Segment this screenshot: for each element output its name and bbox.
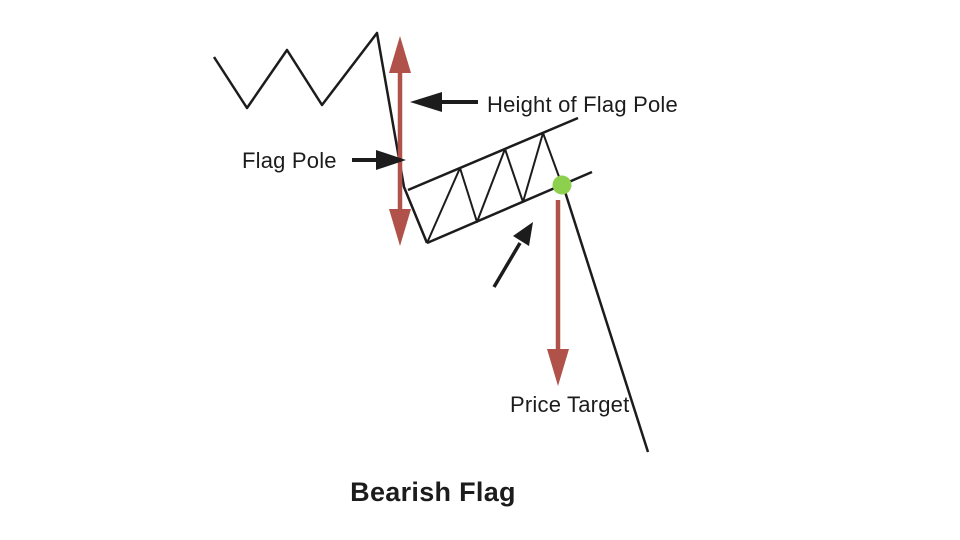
flag-pole-height-arrowhead-down — [389, 209, 411, 246]
flag-pole-label-pointer-arrow — [352, 150, 406, 170]
flag-pointer-arrow — [492, 222, 533, 288]
flag-pointer-head-up — [513, 222, 533, 246]
price-target-arrow — [547, 200, 569, 386]
flag-pointer-shaft — [492, 242, 522, 288]
flag-pole-label-pointer-head-right — [376, 150, 406, 170]
breakout-point-dot — [552, 175, 572, 195]
price-zigzag-and-flag-pole-line — [212, 31, 429, 244]
height-of-flag-pole-label: Height of Flag Pole — [487, 92, 678, 117]
flag-pole-label: Flag Pole — [242, 148, 337, 173]
height-label-pointer-arrow — [410, 92, 478, 112]
price-target-label: Price Target — [510, 392, 629, 417]
flag-pole-height-arrowhead-up — [389, 36, 411, 73]
flag-pole-height-arrow — [389, 36, 411, 246]
flag-upper-boundary-line — [407, 116, 579, 192]
price-target-arrowhead-down — [547, 349, 569, 386]
breakout-descending-line — [558, 175, 650, 453]
height-label-pointer-head-left — [410, 92, 442, 112]
flag-consolidation-zigzag — [426, 132, 563, 244]
diagram-title: Bearish Flag — [350, 477, 516, 507]
